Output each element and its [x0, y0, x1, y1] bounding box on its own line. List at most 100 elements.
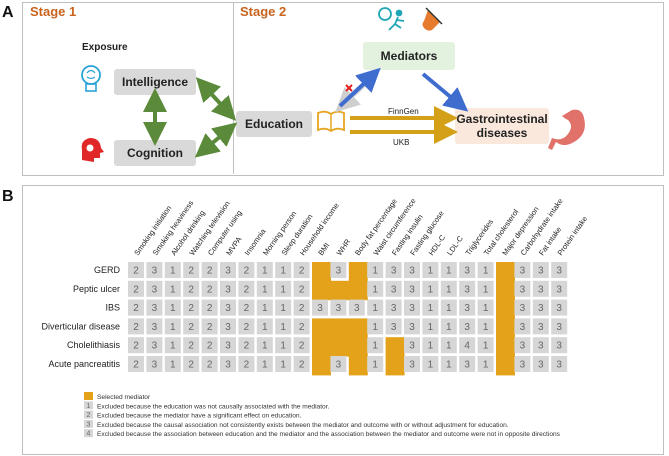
cognition-box: Cognition [114, 140, 196, 166]
excluded-cell [256, 356, 273, 372]
test-tube-icon [422, 7, 443, 31]
panel-a-graphics [81, 7, 585, 162]
excluded-cell [293, 318, 310, 335]
cell-value: 1 [280, 284, 286, 295]
cell-value: 3 [354, 303, 360, 314]
excluded-cell [440, 356, 457, 372]
cell-value: 1 [446, 266, 452, 277]
cell-value: 1 [428, 322, 434, 333]
cell-value: 3 [152, 322, 158, 333]
excluded-cell [477, 337, 494, 354]
cell-value: 1 [170, 284, 176, 295]
cell-value: 1 [170, 341, 176, 352]
legend-key: 1 [87, 403, 91, 410]
excluded-cell [220, 356, 236, 372]
cell-value: 1 [428, 360, 434, 371]
excluded-cell [440, 318, 457, 335]
excluded-cell [514, 262, 531, 278]
excluded-cell [422, 262, 439, 278]
cell-value: 3 [538, 360, 544, 371]
cell-value: 3 [464, 284, 470, 295]
excluded-cell [183, 262, 200, 278]
excluded-cell [551, 262, 568, 278]
excluded-cell [312, 299, 328, 316]
excluded-cell [183, 280, 200, 297]
cell-value: 2 [207, 322, 213, 333]
excluded-cell [514, 337, 531, 354]
cell-value: 3 [152, 266, 158, 277]
excluded-cell [238, 280, 255, 297]
excluded-cell [514, 280, 531, 297]
selected-mediator-cell [312, 262, 331, 282]
excluded-cell [532, 318, 549, 335]
excluded-cell [146, 356, 163, 372]
cell-value: 3 [391, 266, 397, 277]
cell-value: 1 [446, 322, 452, 333]
cell-value: 1 [280, 303, 286, 314]
cell-value: 1 [372, 322, 378, 333]
excluded-cell [551, 280, 568, 297]
selected-mediator-cell [496, 337, 515, 357]
cell-value: 1 [483, 303, 489, 314]
cell-value: 3 [556, 341, 562, 352]
mediators-box: Mediators [363, 42, 455, 70]
cell-value: 3 [391, 284, 397, 295]
cell-value: 3 [538, 266, 544, 277]
cell-value: 3 [409, 284, 415, 295]
legend-text: Excluded because the association between… [97, 431, 561, 438]
red-x-icon [345, 84, 353, 92]
cell-value: 1 [280, 360, 286, 371]
cell-value: 2 [299, 341, 305, 352]
excluded-cell [220, 280, 236, 297]
excluded-cell [293, 280, 310, 297]
cell-value: 1 [372, 341, 378, 352]
excluded-cell [238, 299, 255, 316]
cognition-education-arrow [194, 122, 238, 158]
bulb-brain-icon [81, 65, 101, 92]
excluded-cell [551, 356, 568, 372]
excluded-cell [477, 280, 494, 297]
education-mediator-arrow [338, 67, 381, 108]
selected-mediator-cell [385, 337, 405, 357]
cell-value: 1 [428, 284, 434, 295]
exposure-label: Exposure [82, 42, 128, 53]
excluded-cell [348, 299, 365, 316]
excluded-cell [201, 262, 218, 278]
cell-value: 1 [262, 360, 268, 371]
excluded-cell [128, 337, 144, 354]
cell-value: 1 [372, 284, 378, 295]
excluded-cell [201, 356, 218, 372]
cell-value: 1 [372, 360, 378, 371]
cell-value: 2 [133, 266, 139, 277]
excluded-cell [146, 337, 163, 354]
legend-selected-swatch [84, 392, 93, 400]
excluded-cell [201, 280, 218, 297]
column-header: BMI [316, 241, 331, 257]
excluded-cell [404, 337, 420, 354]
excluded-cell [422, 299, 439, 316]
outcome-box: Gastrointestinal diseases [455, 108, 549, 144]
selected-mediator-cell [348, 337, 368, 357]
cell-value: 1 [170, 266, 176, 277]
cell-value: 1 [262, 284, 268, 295]
excluded-cell [532, 337, 549, 354]
excluded-cell [220, 318, 236, 335]
excluded-cell [128, 262, 144, 278]
excluded-cell [256, 280, 273, 297]
cell-value: 1 [170, 303, 176, 314]
cell-value: 1 [262, 303, 268, 314]
excluded-cell [201, 337, 218, 354]
legend-text: Excluded because the causal association … [97, 422, 509, 429]
cell-value: 2 [188, 266, 194, 277]
cell-value: 2 [188, 284, 194, 295]
excluded-cell [238, 262, 255, 278]
legend-key-swatch [84, 410, 93, 419]
excluded-cell [146, 262, 163, 278]
panel-a-frame [22, 2, 664, 176]
cell-value: 4 [464, 341, 470, 352]
stage1-title: Stage 1 [30, 4, 77, 19]
cell-value: 1 [262, 266, 268, 277]
cell-value: 3 [520, 266, 526, 277]
cell-value: 2 [207, 341, 213, 352]
excluded-cell [514, 356, 531, 372]
